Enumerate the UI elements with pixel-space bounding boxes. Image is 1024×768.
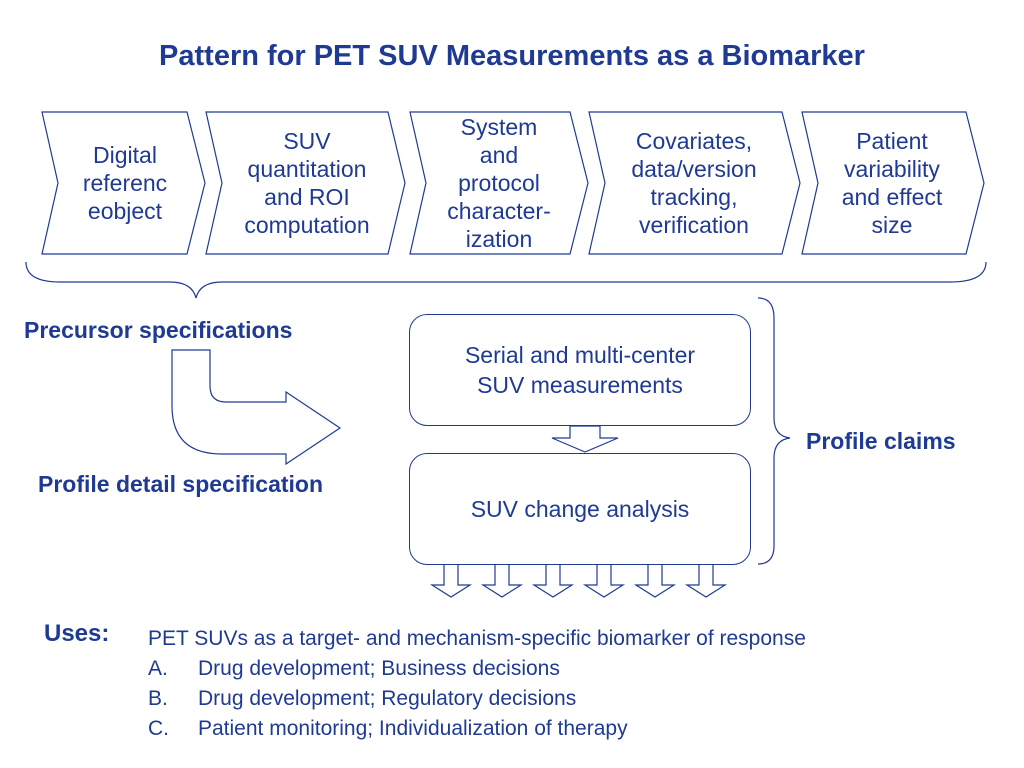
output-arrow-2: [480, 563, 524, 598]
uses-item-c: C.Patient monitoring; Individualization …: [148, 717, 628, 740]
step-chevron-5: [801, 111, 985, 255]
output-arrow-5: [633, 563, 677, 598]
output-arrow-6: [684, 563, 728, 598]
uses-list: PET SUVs as a target- and mechanism-spec…: [148, 624, 806, 744]
step-chevron-2: [205, 111, 406, 255]
output-arrow-3: [531, 563, 575, 598]
uses-intro: PET SUVs as a target- and mechanism-spec…: [148, 627, 806, 650]
step-chevron-1: [41, 111, 206, 255]
page-title: Pattern for PET SUV Measurements as a Bi…: [159, 40, 865, 72]
output-arrow-1: [429, 563, 473, 598]
suv-change-analysis-box: SUV change analysis: [409, 453, 751, 565]
profile-detail-specification-label: Profile detail specification: [38, 471, 324, 497]
profile-claims-brace: [757, 297, 791, 565]
down-arrow-between-boxes: [551, 425, 619, 453]
precursor-specifications-label: Precursor specifications: [24, 317, 293, 343]
step-chevron-3: [409, 111, 589, 255]
profile-claims-label: Profile claims: [806, 428, 956, 454]
output-arrow-4: [582, 563, 626, 598]
bent-arrow: [171, 349, 342, 466]
uses-item-a: A.Drug development; Business decisions: [148, 657, 560, 680]
precursor-brace: [25, 261, 987, 299]
uses-label: Uses:: [44, 620, 110, 647]
uses-item-b: B.Drug development; Regulatory decisions: [148, 687, 577, 710]
step-chevron-4: [588, 111, 801, 255]
